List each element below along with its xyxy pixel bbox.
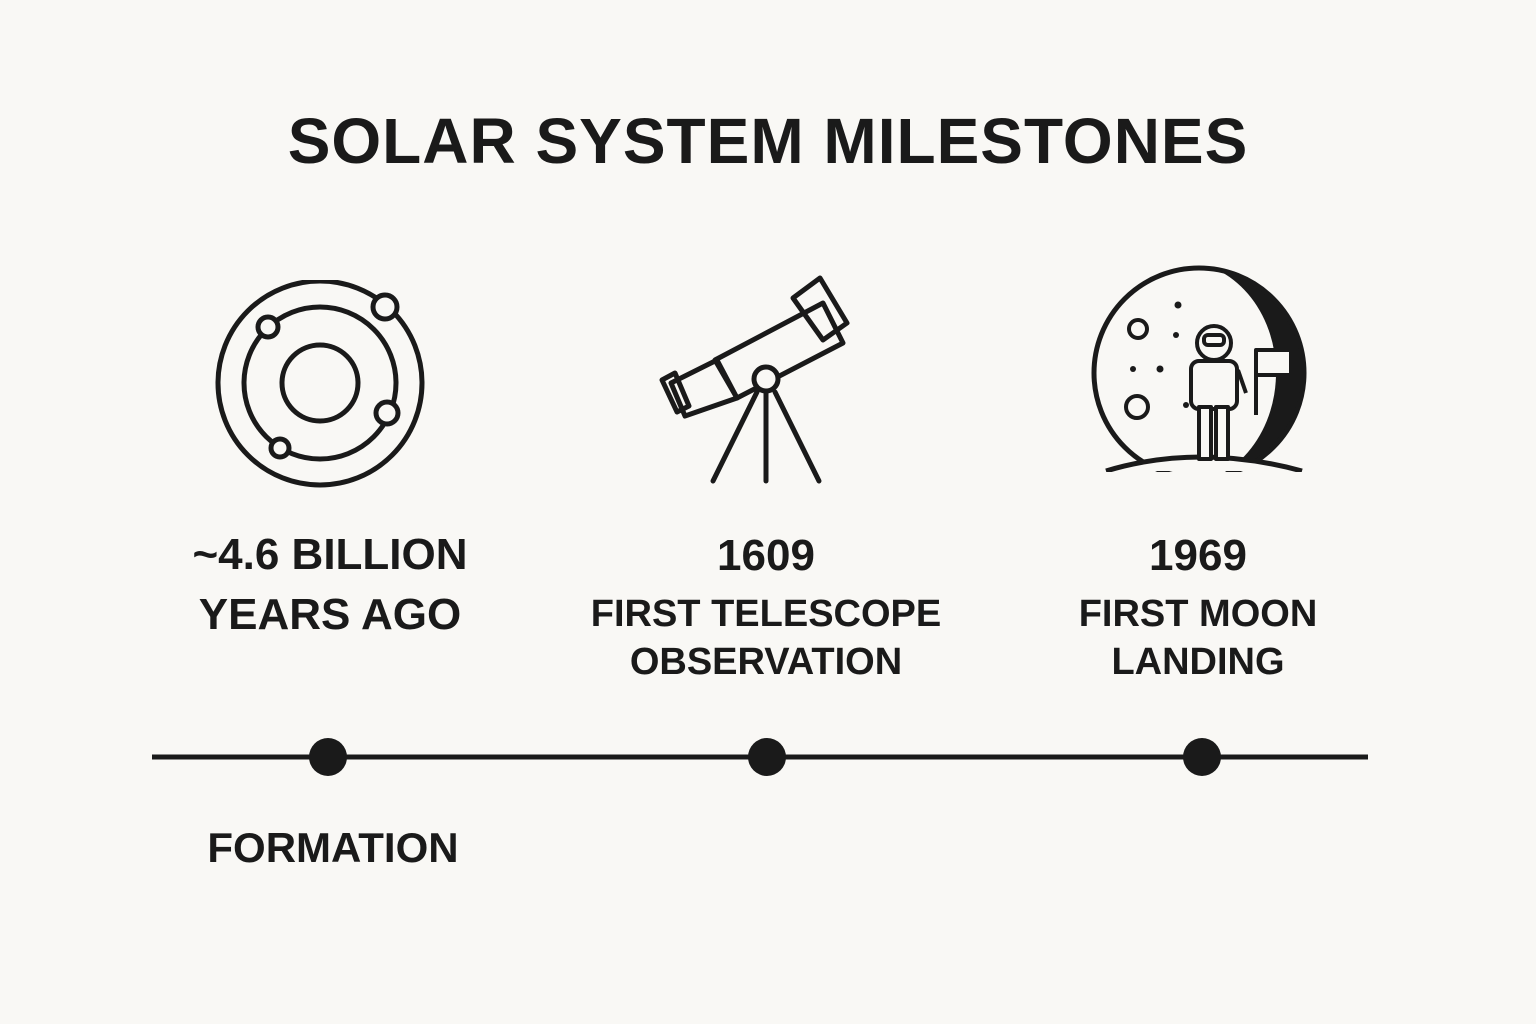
timeline-dot-2 xyxy=(748,738,786,776)
milestone-2-text: 1609 FIRST TELESCOPE OBSERVATION xyxy=(566,530,966,686)
milestone-1-below-label: FORMATION xyxy=(207,824,459,871)
milestone-3-event-line1: FIRST MOON xyxy=(1078,593,1318,635)
milestone-3-event-line2: LANDING xyxy=(1111,641,1285,683)
milestone-3-text: 1969 FIRST MOON LANDING xyxy=(998,530,1398,686)
milestone-2-event-line2: OBSERVATION xyxy=(629,641,903,683)
milestone-3-year: 1969 xyxy=(1149,531,1247,580)
moon-astronaut-icon xyxy=(1091,265,1315,480)
milestone-1-line1: ~4.6 BILLION xyxy=(192,530,468,579)
milestone-2-year: 1609 xyxy=(717,531,815,580)
solar-system-icon xyxy=(215,280,425,488)
milestone-2-event-line1: FIRST TELESCOPE xyxy=(590,593,942,635)
timeline-dot-1 xyxy=(309,738,347,776)
timeline-dot-3 xyxy=(1183,738,1221,776)
milestone-1-text: ~4.6 BILLION YEARS AGO xyxy=(130,525,530,645)
telescope-icon xyxy=(659,275,850,484)
page-title: SOLAR SYSTEM MILESTONES xyxy=(287,105,1249,177)
milestone-1-line2: YEARS AGO xyxy=(198,590,462,639)
